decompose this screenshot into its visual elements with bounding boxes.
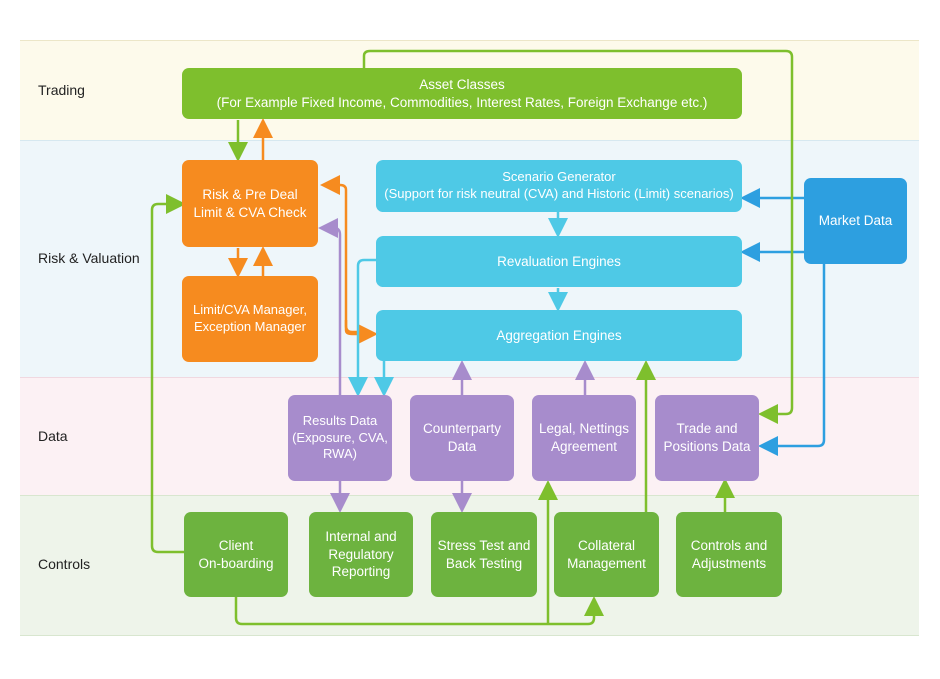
legal-nettings-label: Legal, Nettings Agreement <box>538 421 630 454</box>
controls-adjustments-box[interactable]: Controls and Adjustments <box>676 512 782 597</box>
arrow-onboarding-to-collateral <box>234 596 604 626</box>
market-data-label: Market Data <box>818 213 893 229</box>
counterparty-data-label: Counterparty Data <box>422 421 502 454</box>
results-data-box[interactable]: Results Data (Exposure, CVA, RWA) <box>288 395 392 481</box>
client-onboarding-label: Client On-boarding <box>198 537 274 571</box>
internal-reporting-box[interactable]: Internal and Regulatory Reporting <box>309 512 413 597</box>
scenario-generator-box[interactable]: Scenario Generator (Support for risk neu… <box>376 160 742 212</box>
stress-test-box[interactable]: Stress Test and Back Testing <box>431 512 537 597</box>
internal-reporting-label: Internal and Regulatory Reporting <box>325 529 397 580</box>
collateral-management-box[interactable]: Collateral Management <box>554 512 659 597</box>
arrow-results-to-risk <box>318 218 342 395</box>
limit-manager-box[interactable]: Limit/CVA Manager, Exception Manager <box>182 276 318 362</box>
arrow-revaluation-to-results <box>348 258 376 397</box>
arrow-aggregation-to-risk <box>320 175 368 334</box>
lane-label-trading: Trading <box>38 82 85 98</box>
risk-pre-deal-label: Risk & Pre Deal Limit & CVA Check <box>193 186 307 220</box>
aggregation-engines-box[interactable]: Aggregation Engines <box>376 310 742 361</box>
lane-label-controls: Controls <box>38 556 91 572</box>
arrow-onboarding-to-risk <box>150 194 186 554</box>
limit-manager-label: Limit/CVA Manager, Exception Manager <box>193 302 307 334</box>
arrow-trade-to-asset <box>362 49 794 424</box>
risk-pre-deal-box[interactable]: Risk & Pre Deal Limit & CVA Check <box>182 160 318 247</box>
revaluation-engines-box[interactable]: Revaluation Engines <box>376 236 742 287</box>
scenario-generator-label: Scenario Generator (Support for risk neu… <box>384 169 734 201</box>
collateral-management-label: Collateral Management <box>567 537 646 571</box>
trade-positions-box[interactable]: Trade and Positions Data <box>655 395 759 481</box>
client-onboarding-box[interactable]: Client On-boarding <box>184 512 288 597</box>
legal-nettings-box[interactable]: Legal, Nettings Agreement <box>532 395 636 481</box>
counterparty-data-box[interactable]: Counterparty Data <box>410 395 514 481</box>
stress-test-label: Stress Test and Back Testing <box>437 537 531 571</box>
aggregation-engines-label: Aggregation Engines <box>496 327 622 343</box>
asset-classes-label: Asset Classes (For Example Fixed Income,… <box>216 76 708 110</box>
lane-label-data: Data <box>38 428 68 444</box>
arrow-market-to-trade <box>758 264 826 456</box>
revaluation-engines-label: Revaluation Engines <box>497 253 621 269</box>
market-data-box[interactable]: Market Data <box>804 178 907 264</box>
trade-positions-label: Trade and Positions Data <box>663 421 751 454</box>
controls-adjustments-label: Controls and Adjustments <box>690 537 768 571</box>
results-data-label: Results Data (Exposure, CVA, RWA) <box>292 412 388 462</box>
lane-label-risk-valuation: Risk & Valuation <box>38 250 140 266</box>
asset-classes-box[interactable]: Asset Classes (For Example Fixed Income,… <box>182 68 742 119</box>
